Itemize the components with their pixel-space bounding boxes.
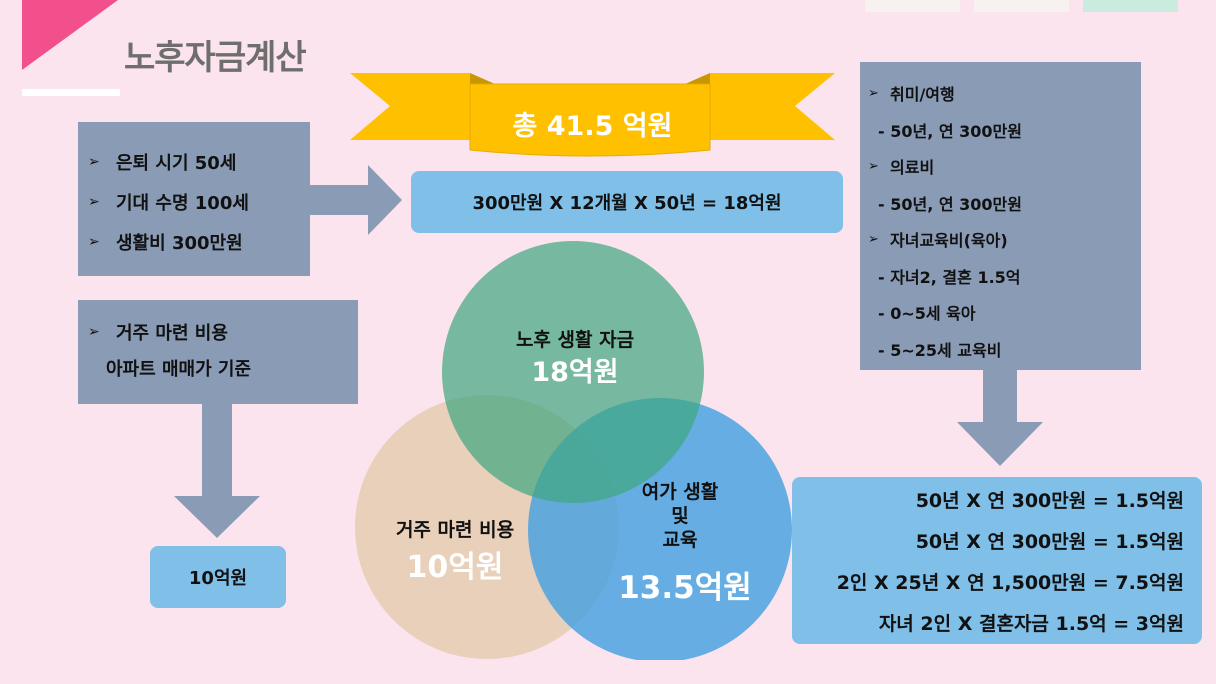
expense-detail: - 50년, 연 300만원 [878, 121, 1022, 141]
venn-leisure-amount: 13.5억원 [618, 570, 752, 606]
title-underline [22, 89, 120, 96]
retirement-assumptions-panel: ➢ 은퇴 시기 50세 ➢ 기대 수명 100세 ➢ 생활비 300만원 [78, 122, 310, 276]
down-arrow-icon [174, 404, 260, 538]
assumption-item: ➢ 생활비 300만원 [88, 233, 243, 254]
down-arrow-icon [957, 370, 1043, 466]
venn-diagram [355, 241, 792, 660]
bullet-arrow-icon: ➢ [868, 85, 879, 101]
expense-item: ➢ 자녀교육비(육아) [868, 231, 1008, 251]
expense-detail: - 자녀2, 결혼 1.5억 [878, 267, 1021, 287]
page-title: 노후자금계산 [124, 38, 307, 78]
bullet-arrow-icon: ➢ [868, 231, 879, 247]
venn-housing-amount: 10억원 [406, 550, 504, 585]
housing-cost-item: ➢ 거주 마련 비용 [88, 323, 228, 344]
assumption-item: ➢ 은퇴 시기 50세 [88, 153, 237, 174]
summary-row: 자녀 2인 X 결혼자금 1.5억 = 3억원 [878, 612, 1184, 635]
corner-triangle-decoration [22, 0, 118, 70]
expense-detail: - 0~5세 육아 [878, 304, 976, 324]
bullet-arrow-icon: ➢ [868, 158, 879, 174]
bullet-arrow-icon: ➢ [88, 154, 100, 170]
expense-summary-box: 50년 X 연 300만원 = 1.5억원 50년 X 연 300만원 = 1.… [792, 477, 1202, 644]
expense-item: ➢ 의료비 [868, 158, 935, 178]
venn-living-label: 노후 생활 자금 [515, 329, 635, 351]
top-tab-1 [865, 0, 960, 12]
housing-cost-basis: 아파트 매매가 기준 [106, 359, 252, 380]
top-tab-2 [974, 0, 1069, 12]
summary-row: 50년 X 연 300만원 = 1.5억원 [915, 530, 1184, 553]
summary-row: 50년 X 연 300만원 = 1.5억원 [915, 489, 1184, 512]
housing-cost-panel: ➢ 거주 마련 비용 아파트 매매가 기준 [78, 300, 358, 404]
expense-detail: - 50년, 연 300만원 [878, 194, 1022, 214]
expense-details-panel: ➢ 취미/여행 - 50년, 연 300만원 ➢ 의료비 - 50년, 연 30… [860, 62, 1141, 370]
expense-item: ➢ 취미/여행 [868, 85, 955, 105]
bullet-arrow-icon: ➢ [88, 234, 100, 250]
venn-circle-living [442, 241, 704, 503]
venn-leisure-label: 여가 생활 및 교육 [641, 481, 719, 551]
assumption-item: ➢ 기대 수명 100세 [88, 193, 249, 214]
living-cost-formula-box: 300만원 X 12개월 X 50년 = 18억원 [411, 171, 843, 233]
bullet-arrow-icon: ➢ [88, 194, 100, 210]
total-banner-ribbon [350, 73, 835, 157]
top-tab-3 [1083, 0, 1178, 12]
total-banner-text: 총 41.5 억원 [512, 111, 673, 142]
housing-result-box: 10억원 [150, 546, 286, 608]
bullet-arrow-icon: ➢ [88, 324, 100, 340]
expense-detail: - 5~25세 교육비 [878, 340, 1002, 360]
venn-housing-label: 거주 마련 비용 [395, 519, 515, 541]
summary-row: 2인 X 25년 X 연 1,500만원 = 7.5억원 [836, 571, 1184, 594]
right-arrow-icon [310, 165, 402, 235]
venn-living-amount: 18억원 [531, 357, 619, 388]
